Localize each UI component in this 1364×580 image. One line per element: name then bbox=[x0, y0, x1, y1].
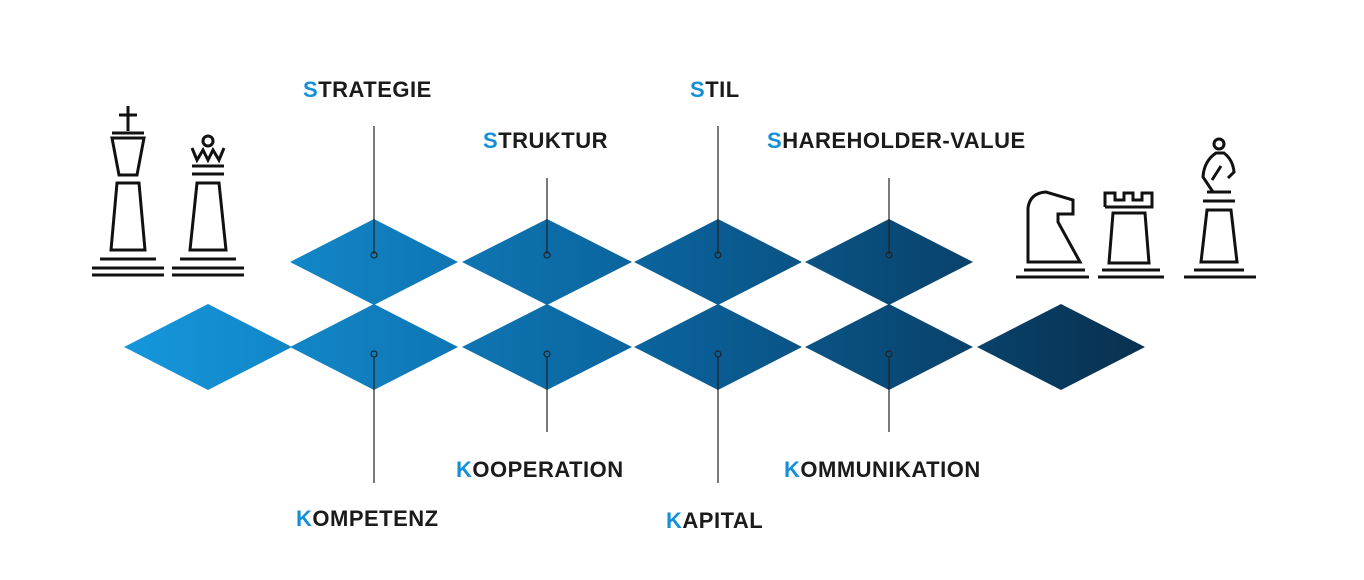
queen-icon bbox=[172, 134, 244, 277]
label-kompetenz: KOMPETENZ bbox=[296, 508, 439, 530]
node-dot bbox=[543, 350, 551, 358]
label-initial: K bbox=[666, 508, 683, 533]
label-initial: S bbox=[483, 128, 499, 153]
label-kapital: KAPITAL bbox=[666, 510, 763, 532]
label-stil: STIL bbox=[690, 79, 740, 101]
tile-bottom-4 bbox=[634, 304, 802, 390]
label-struktur: STRUKTUR bbox=[483, 130, 608, 152]
tile-bottom-3 bbox=[462, 304, 632, 390]
diamond-tiles bbox=[124, 219, 1145, 390]
tile-bottom-2 bbox=[290, 304, 458, 390]
node-dot bbox=[885, 251, 893, 259]
bishop-icon bbox=[1184, 137, 1256, 279]
label-initial: S bbox=[767, 128, 783, 153]
label-rest: HAREHOLDER-VALUE bbox=[782, 128, 1026, 153]
tile-bottom-1 bbox=[124, 304, 292, 390]
king-icon bbox=[92, 106, 164, 277]
label-kommunikation: KOMMUNIKATION bbox=[784, 459, 981, 481]
tile-top-3 bbox=[634, 219, 802, 305]
node-dot bbox=[714, 251, 722, 259]
node-dot bbox=[543, 251, 551, 259]
label-rest: APITAL bbox=[682, 508, 764, 533]
label-rest: TRATEGIE bbox=[318, 77, 432, 102]
tile-bottom-5 bbox=[805, 304, 973, 390]
node-dot bbox=[370, 350, 378, 358]
label-initial: K bbox=[456, 457, 473, 482]
connector-nodes bbox=[370, 219, 893, 390]
label-shareholder-value: SHAREHOLDER-VALUE bbox=[767, 130, 1026, 152]
knight-icon bbox=[1016, 190, 1089, 279]
label-rest: TRUKTUR bbox=[498, 128, 609, 153]
tile-top-1 bbox=[290, 219, 458, 305]
label-rest: OOPERATION bbox=[472, 457, 624, 482]
label-kooperation: KOOPERATION bbox=[456, 459, 624, 481]
label-strategie: STRATEGIE bbox=[303, 79, 432, 101]
label-rest: OMMUNIKATION bbox=[800, 457, 981, 482]
tile-top-2 bbox=[462, 219, 632, 305]
label-rest: OMPETENZ bbox=[312, 506, 439, 531]
label-initial: K bbox=[784, 457, 801, 482]
rook-icon bbox=[1098, 191, 1164, 279]
label-initial: S bbox=[303, 77, 319, 102]
connector-lines bbox=[373, 126, 890, 483]
tile-bottom-6 bbox=[977, 304, 1145, 390]
tile-top-4 bbox=[805, 219, 973, 305]
node-dot bbox=[885, 350, 893, 358]
label-rest: TIL bbox=[705, 77, 740, 102]
node-dot bbox=[714, 350, 722, 358]
label-initial: S bbox=[690, 77, 706, 102]
node-dot bbox=[370, 251, 378, 259]
label-initial: K bbox=[296, 506, 313, 531]
